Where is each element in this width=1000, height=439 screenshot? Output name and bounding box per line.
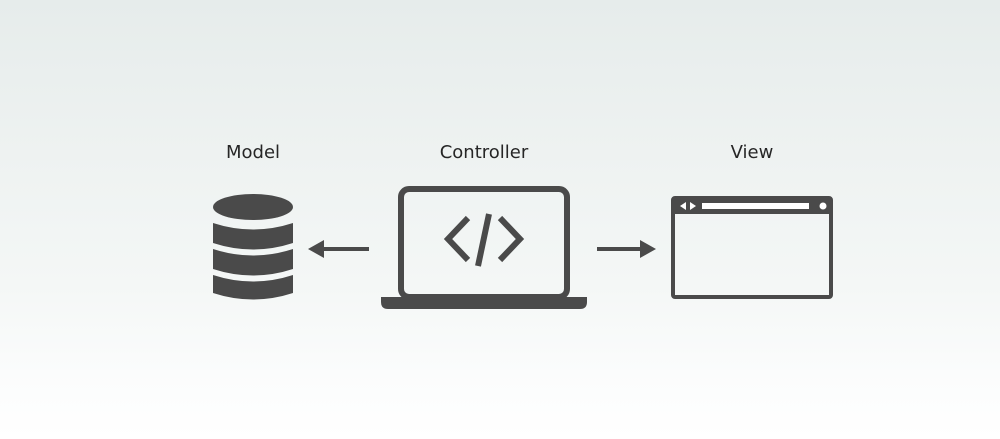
browser-window-icon xyxy=(671,196,833,299)
model-label: Model xyxy=(225,142,281,163)
laptop-code-icon xyxy=(381,186,587,309)
arrow-right-icon xyxy=(597,240,656,258)
arrow-left-icon xyxy=(308,240,369,258)
view-label: View xyxy=(730,142,774,163)
database-icon xyxy=(213,194,293,300)
controller-label: Controller xyxy=(439,142,529,163)
